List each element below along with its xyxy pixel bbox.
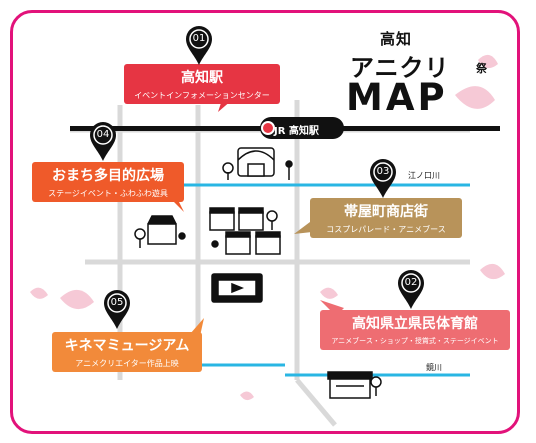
venue-subtitle: コスプレパレード・アニメブース bbox=[326, 225, 446, 234]
map-pin-icon bbox=[398, 270, 424, 309]
map-pin-icon bbox=[370, 159, 396, 198]
gym-icon bbox=[327, 371, 382, 399]
map-pin-icon bbox=[104, 290, 130, 329]
petal-icon bbox=[240, 391, 254, 401]
cherry-petals bbox=[30, 54, 505, 401]
pin-number: 02 bbox=[404, 277, 418, 288]
river-label-kagami: 鏡川 bbox=[426, 363, 442, 372]
venue-name: 帯屋町商店街 bbox=[344, 204, 428, 220]
station-pill bbox=[260, 117, 344, 139]
map-pin-01[interactable]: 01 bbox=[184, 24, 214, 66]
station-label: JR 高知駅 bbox=[274, 126, 319, 137]
venue-name: 高知県立県民体育館 bbox=[352, 316, 478, 332]
shops-icon bbox=[209, 207, 281, 255]
venue-name: キネマミュージアム bbox=[64, 338, 190, 354]
title-line1: 高知 bbox=[380, 30, 413, 48]
square-building-icon bbox=[222, 147, 293, 180]
map-pin-05[interactable]: 05 bbox=[102, 288, 132, 330]
petal-icon bbox=[478, 54, 498, 69]
railway bbox=[70, 117, 500, 139]
pin-number: 01 bbox=[192, 33, 206, 44]
venue-bubble-02[interactable]: 高知県立県民体育館 アニメブース・ショップ・授賞式・ステージイベント bbox=[320, 310, 510, 350]
building-illustrations bbox=[134, 147, 382, 399]
petal-icon bbox=[320, 287, 338, 299]
petal-icon bbox=[455, 86, 495, 109]
venue-bubble-05[interactable]: キネマミュージアム アニメクリエイター作品上映 bbox=[52, 332, 202, 372]
venue-subtitle: イベントインフォメーションセンター bbox=[134, 91, 270, 100]
station-dot-icon bbox=[261, 121, 275, 135]
petal-icon bbox=[60, 289, 94, 310]
map-pin-icon bbox=[186, 26, 212, 65]
venue-name: おまち多目的広場 bbox=[52, 168, 164, 184]
venue-bubble-01[interactable]: 高知駅 イベントインフォメーションセンター bbox=[124, 64, 280, 104]
petal-icon bbox=[480, 263, 505, 280]
venue-bubble-04[interactable]: おまち多目的広場 ステージイベント・ふわふわ遊具 bbox=[32, 162, 184, 202]
title-line2: アニクリ bbox=[350, 54, 450, 82]
venue-bubble-03[interactable]: 帯屋町商店街 コスプレパレード・アニメブース bbox=[310, 198, 462, 238]
river-label-enokuchi: 江ノ口川 bbox=[408, 171, 440, 180]
pin-number: 05 bbox=[110, 297, 124, 308]
map-pin-icon bbox=[90, 122, 116, 161]
pin-number: 04 bbox=[96, 129, 110, 140]
venue-subtitle: アニメブース・ショップ・授賞式・ステージイベント bbox=[331, 337, 499, 345]
pin-number: 03 bbox=[376, 166, 390, 177]
stage-icon bbox=[134, 215, 186, 248]
road bbox=[295, 378, 337, 427]
title-line2-small: 祭 bbox=[476, 62, 487, 75]
title-line3: MAP bbox=[346, 76, 448, 119]
petal-icon bbox=[30, 287, 48, 299]
venue-subtitle: アニメクリエイター作品上映 bbox=[75, 359, 179, 368]
venue-name: 高知駅 bbox=[181, 70, 223, 86]
map-pin-04[interactable]: 04 bbox=[88, 120, 118, 162]
rivers bbox=[165, 183, 470, 377]
map-pin-03[interactable]: 03 bbox=[368, 157, 398, 199]
venue-subtitle: ステージイベント・ふわふわ遊具 bbox=[48, 189, 168, 198]
cinema-icon bbox=[211, 273, 263, 303]
map-pin-02[interactable]: 02 bbox=[396, 268, 426, 310]
